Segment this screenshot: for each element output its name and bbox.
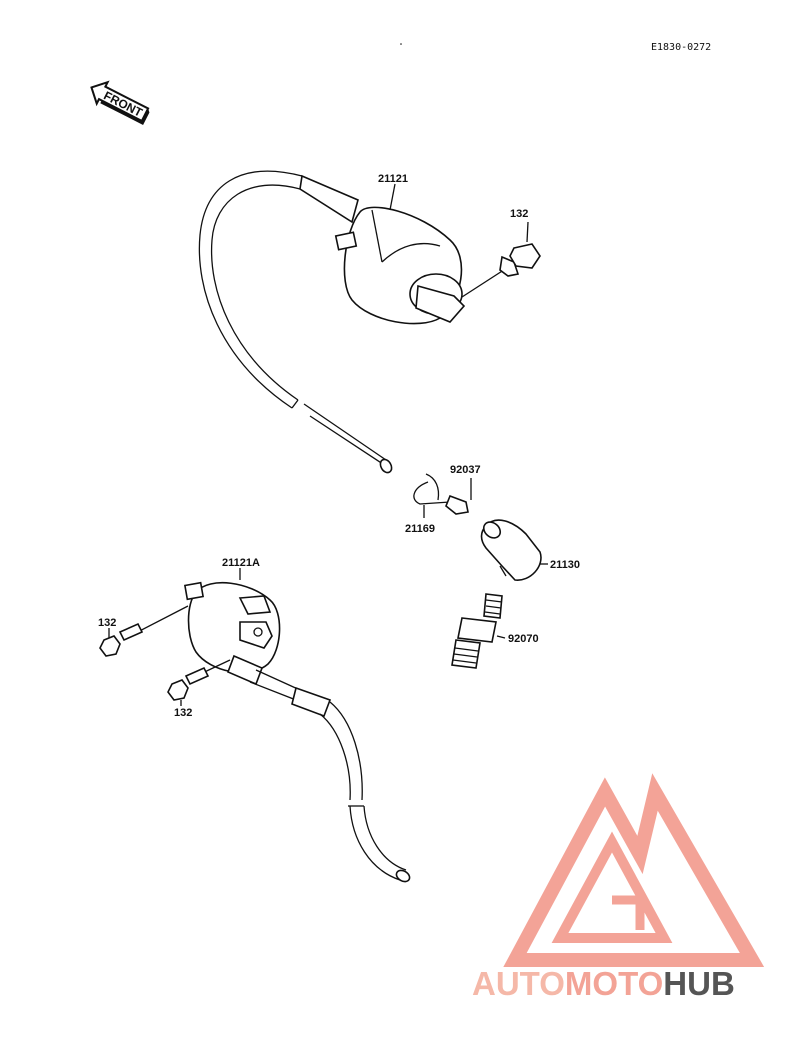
lower-coil-cable: [249, 669, 411, 883]
label-132-lower-2: 132: [174, 707, 192, 719]
watermark-moto: MOTO: [565, 965, 663, 1002]
label-132-lower-1: 132: [98, 617, 116, 629]
front-arrow-icon: FRONT: [90, 80, 150, 125]
upper-coil-cable: [198, 170, 393, 474]
clip-and-washer: [413, 473, 472, 518]
label-132-upper: 132: [510, 208, 528, 220]
front-label: FRONT: [101, 88, 145, 120]
watermark-auto: AUTO: [472, 965, 565, 1002]
diagram-code: E1830-0272: [651, 42, 711, 53]
lower-bolt-2: [167, 659, 231, 706]
watermark-logo-icon: [503, 773, 765, 967]
leader-lines: [239, 183, 396, 580]
label-21169: 21169: [405, 523, 435, 535]
upper-ignition-coil: [334, 206, 466, 325]
watermark-text: AUTOMOTOHUB: [472, 965, 735, 1002]
label-21130: 21130: [550, 559, 580, 571]
label-92037: 92037: [450, 464, 481, 476]
plug-cap: [480, 519, 548, 581]
watermark-hub: HUB: [663, 965, 735, 1002]
upper-bolt: [461, 221, 541, 298]
lower-ignition-coil: [183, 581, 281, 686]
spark-plug: [451, 593, 506, 669]
label-21121: 21121: [378, 173, 408, 185]
label-21121a: 21121A: [222, 557, 260, 569]
label-92070: 92070: [508, 633, 539, 645]
lower-bolt-1: [99, 605, 189, 657]
dot-mark: [400, 43, 402, 45]
